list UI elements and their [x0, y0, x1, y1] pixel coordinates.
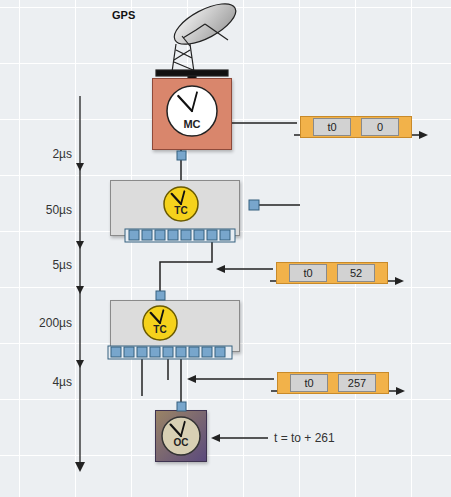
port-square — [111, 347, 121, 357]
packet-field: 52 — [337, 264, 375, 282]
packet-field: 257 — [338, 374, 376, 392]
delay-label: 200µs — [39, 316, 72, 330]
transparent-clock-box: TC — [110, 180, 240, 236]
sync-packet: t0 52 — [276, 262, 388, 284]
port-square — [202, 347, 212, 357]
gps-label: GPS — [112, 9, 135, 21]
clock-label: TC — [174, 206, 187, 216]
clock-label: MC — [183, 119, 200, 130]
master-clock-box: MC — [152, 78, 232, 150]
port-square — [207, 230, 217, 240]
packet-field: t0 — [290, 374, 328, 392]
arrowhead — [396, 387, 405, 395]
gps-dish — [156, 0, 242, 79]
link-line — [180, 150, 182, 180]
leader-arrow — [193, 378, 274, 379]
port-rows — [108, 151, 259, 411]
sync-packet: t0 0 — [300, 116, 412, 138]
arrowhead — [419, 131, 428, 139]
arrowhead — [187, 375, 196, 383]
packet-field: 0 — [361, 118, 399, 136]
leader-arrow — [222, 268, 273, 269]
leader-arrow — [217, 437, 268, 438]
clock-label: TC — [153, 325, 166, 335]
link-line — [160, 236, 212, 300]
arrowhead — [211, 434, 220, 442]
time-result-label: t = to + 261 — [274, 431, 335, 445]
packet-field: t0 — [313, 118, 351, 136]
delay-label: 50µs — [46, 203, 72, 217]
sync-packet: t0 257 — [277, 372, 389, 394]
time-axis — [75, 96, 85, 472]
link-line — [180, 352, 182, 410]
port-square — [181, 230, 191, 240]
transparent-clock-box: TC — [110, 300, 240, 352]
ordinary-clock-box: OC — [155, 410, 207, 462]
arrowhead — [216, 265, 225, 273]
port-square — [155, 230, 165, 240]
clock-label: OC — [174, 438, 189, 448]
delay-label: 2µs — [52, 147, 72, 161]
delay-label: 4µs — [52, 375, 72, 389]
port-square — [124, 347, 134, 357]
port-square — [163, 347, 173, 357]
port-square — [137, 347, 147, 357]
port-square — [215, 347, 225, 357]
port-square — [220, 230, 230, 240]
port-square — [194, 230, 204, 240]
clock-face — [155, 410, 207, 462]
port-square — [129, 230, 139, 240]
clock-face — [110, 300, 240, 352]
port-square — [168, 230, 178, 240]
arrowhead — [395, 277, 404, 285]
delay-label: 5µs — [52, 258, 72, 272]
clock-face — [152, 78, 232, 150]
port-square — [150, 347, 160, 357]
port-square — [189, 347, 199, 357]
port-square — [176, 347, 186, 357]
packet-field: t0 — [289, 264, 327, 282]
port-square — [142, 230, 152, 240]
